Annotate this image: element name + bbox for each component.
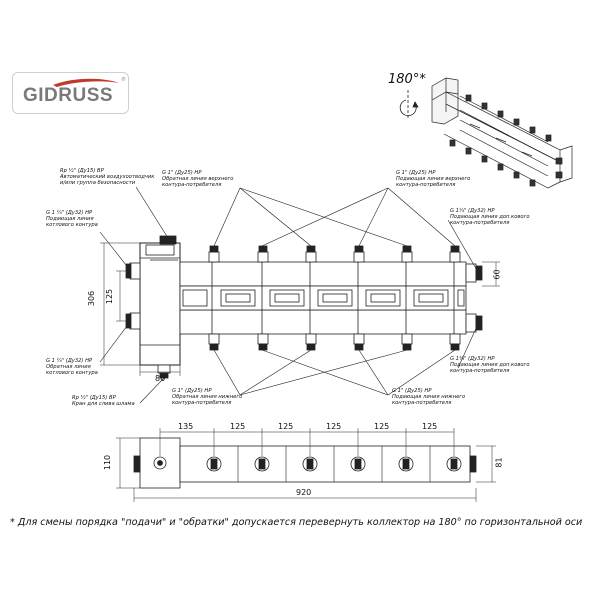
dim-spacing-2: 125 [230, 422, 246, 431]
lower-return-label: G 1" (Ду25) НР Обратная линия нижнего ко… [172, 388, 242, 406]
label-line: контура-потребителя [396, 182, 456, 188]
label-line: Автоматический воздухоотводчик [60, 174, 155, 180]
label-line: G 1 ¼" (Ду32) НР [46, 358, 93, 364]
rotation-note: 180°* [388, 72, 426, 87]
label-line: контура-потребителя [392, 400, 452, 406]
dim-height-total: 306 [87, 290, 97, 307]
boiler-supply-label: G 1 ¼" (Ду32) НР Подающая линия котловог… [46, 210, 98, 228]
label-line: контура-потребителя [172, 400, 232, 406]
rotate-arrow-icon [399, 99, 417, 117]
label-line: G 1" (Ду25) НР [392, 388, 432, 394]
label-line: G 1¼" (Ду32) НР [450, 356, 495, 362]
label-line: G 1" (Ду25) НР [172, 388, 212, 394]
boiler-return-label: G 1 ¼" (Ду32) НР Обратная линия котловог… [46, 358, 98, 376]
upper-return-label: G 1" (Ду25) НР Обратная линия верхнего к… [162, 170, 233, 188]
label-line: Подающая линия нижнего [392, 394, 466, 400]
label-line: и/или группа безопасности [60, 180, 136, 186]
label-line: G 1 ¼" (Ду32) НР [46, 210, 93, 216]
label-line: Кран для слива шлама [72, 401, 135, 407]
dim-right-height: 60 [492, 269, 502, 280]
label-line: Обратная линия [46, 364, 91, 370]
dim-spacing-6: 125 [422, 422, 438, 431]
lower-supply-label: G 1" (Ду25) НР Подающая линия нижнего ко… [392, 388, 465, 406]
label-line: Подающая линия доп.кового [450, 214, 530, 220]
dim-spacing-5: 125 [374, 422, 390, 431]
extra-return-label: G 1¼" (Ду32) НР Подающая линия доп.ковог… [450, 356, 530, 374]
dim-spacing-1: 135 [178, 422, 194, 431]
dim-height-inner: 125 [105, 288, 115, 305]
footnote: * Для смены порядка "подачи" и "обратки"… [10, 517, 583, 528]
label-line: контура-потребителя [450, 368, 510, 374]
registered-mark: ® [121, 77, 126, 83]
label-line: котлового контура [46, 222, 98, 228]
dim-bottom-total: 920 [296, 488, 312, 497]
logo-swoosh-icon [53, 78, 119, 87]
label-line: котлового контура [46, 370, 98, 376]
air-vent-label: Rp ½" (Ду15) ВР Автоматический воздухоот… [60, 168, 154, 186]
label-line: Обратная линия нижнего [172, 394, 243, 400]
dim-spacing-4: 125 [326, 422, 342, 431]
label-line: G 1¼" (Ду32) НР [450, 208, 495, 214]
drain-label: Rp ½" (Ду15) ВР Кран для слива шлама [72, 395, 135, 407]
brand-logo: GIDRUSS ® [12, 72, 129, 114]
upper-supply-label: G 1" (Ду25) НР Подающая линия верхнего к… [396, 170, 470, 188]
label-line: Подающая линия [46, 216, 94, 222]
extra-supply-label: G 1¼" (Ду32) НР Подающая линия доп.ковог… [450, 208, 530, 226]
label-line: Rp ½" (Ду15) ВР [60, 168, 104, 174]
brand-name: GIDRUSS [23, 85, 114, 106]
label-line: Подающая линия доп.кового [450, 362, 530, 368]
label-line: контура-потребителя [450, 220, 510, 226]
dim-bottom-left-height: 110 [103, 454, 113, 471]
collector-3d-view-icon [431, 77, 573, 189]
dim-spacing-3: 125 [278, 422, 294, 431]
label-line: G 1" (Ду25) НР [162, 170, 202, 176]
label-line: Обратная линия верхнего [162, 176, 234, 182]
label-line: Подающая линия верхнего [396, 176, 471, 182]
label-line: контура-потребителя [162, 182, 222, 188]
label-line: Rp ½" (Ду15) ВР [72, 395, 116, 401]
dim-bottom-right-height: 81 [494, 457, 504, 468]
label-line: G 1" (Ду25) НР [396, 170, 436, 176]
dim-width-bottom-left: 80 [155, 374, 166, 383]
